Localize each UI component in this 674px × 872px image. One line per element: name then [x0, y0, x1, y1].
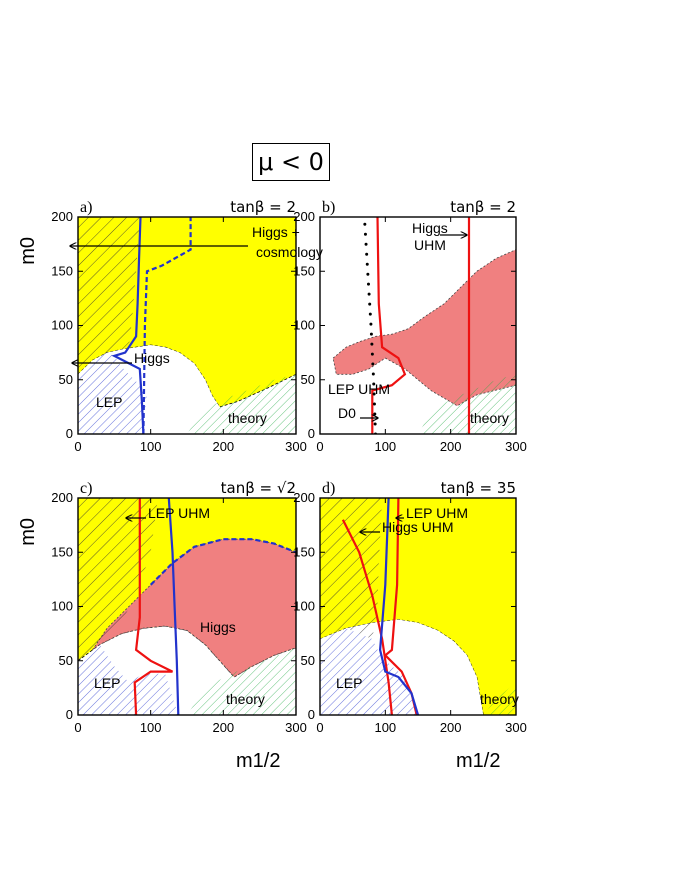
y-tick-label: 200 — [51, 209, 73, 224]
y-axis-label: m0 — [17, 518, 39, 546]
tanbeta-label: tanβ = 35 — [441, 479, 516, 497]
chargino-excluded-hatch — [78, 217, 140, 375]
y-tick-label: 150 — [51, 544, 73, 559]
annotation: LEP UHM — [406, 505, 468, 521]
x-tick-label: 300 — [285, 720, 307, 735]
panel-d: 0 100 200 300 0 50 100 150 200 d) tanβ = 35 m1/2 LEP… — [293, 479, 527, 772]
theory-excluded-hatch — [418, 374, 516, 434]
y-tick-label: 100 — [293, 318, 315, 333]
annotation: LEP — [336, 675, 362, 691]
y-tick-label: 50 — [59, 372, 73, 387]
annotation: theory — [480, 691, 519, 707]
theory-excluded-hatch — [187, 647, 296, 715]
x-tick-label: 300 — [505, 439, 527, 454]
panel-label: d) — [322, 480, 335, 497]
y-tick-label: 50 — [301, 372, 315, 387]
lep-excluded-hatch — [78, 644, 179, 715]
annotation: cosmology — [256, 244, 323, 260]
chargino-excluded-hatch — [78, 498, 158, 661]
annotation: LEP UHM — [328, 381, 390, 397]
curve-higgs-uhm — [341, 519, 393, 715]
panel-c: 0 100 200 300 0 50 100 150 200 c) tanβ = √2 m0 m1/2 L… — [17, 479, 307, 772]
theory-excluded-hatch — [483, 682, 516, 715]
x-tick-label: 0 — [74, 439, 81, 454]
y-tick-label: 150 — [293, 544, 315, 559]
curve-lep-uhm — [371, 217, 407, 434]
tanbeta-label: tanβ = 2 — [450, 198, 516, 216]
plot-area — [78, 217, 296, 434]
x-tick-label: 100 — [374, 720, 396, 735]
annotation: Higgs UHM — [382, 519, 454, 535]
annotation: theory — [470, 410, 509, 426]
x-tick-label: 200 — [212, 720, 234, 735]
y-tick-label: 50 — [59, 653, 73, 668]
figure-title: μ < 0 — [252, 143, 330, 181]
x-tick-label: 200 — [212, 439, 234, 454]
x-tick-label: 300 — [285, 439, 307, 454]
curve-higgs — [167, 498, 180, 715]
y-tick-label: 200 — [293, 209, 315, 224]
plot-area — [320, 498, 516, 715]
y-tick-label: 100 — [51, 599, 73, 614]
y-tick-label: 0 — [308, 426, 315, 441]
x-tick-label: 300 — [505, 720, 527, 735]
chargino-excluded-hatch — [320, 498, 383, 639]
curve-higgs — [378, 498, 420, 715]
lep-excluded-hatch — [320, 628, 418, 715]
y-tick-label: 200 — [51, 490, 73, 505]
y-tick-label: 50 — [301, 653, 315, 668]
annotation: LEP — [96, 394, 122, 410]
annotation: Higgs — [200, 619, 236, 635]
tanbeta-label: tanβ = 2 — [230, 198, 296, 216]
annotation: Higgs — [412, 220, 448, 236]
panel-label: a) — [80, 199, 92, 216]
curve-d0 — [362, 217, 377, 434]
y-tick-label: 100 — [293, 599, 315, 614]
x-axis-label: m1/2 — [456, 750, 500, 772]
plot-area — [332, 217, 516, 434]
y-tick-label: 100 — [51, 318, 73, 333]
panel-label: c) — [80, 480, 92, 497]
curve-lep-uhm — [133, 498, 173, 715]
x-tick-label: 0 — [316, 720, 323, 735]
y-tick-label: 150 — [293, 263, 315, 278]
curve-cosmology-edge — [149, 538, 296, 586]
annotation: D0 — [338, 405, 356, 421]
y-tick-label: 0 — [308, 707, 315, 722]
theory-excluded-hatch — [187, 374, 296, 434]
annotation: theory — [226, 691, 265, 707]
x-tick-label: 100 — [140, 439, 162, 454]
x-tick-label: 100 — [374, 439, 396, 454]
y-axis-label: m0 — [17, 237, 39, 265]
x-tick-label: 100 — [140, 720, 162, 735]
annotation: LEP UHM — [148, 505, 210, 521]
plot-area — [78, 498, 296, 715]
panel-b: 0 100 200 300 0 50 100 150 200 b) tanβ = 2HiggsUHM… — [293, 198, 527, 454]
y-tick-label: 150 — [51, 263, 73, 278]
annotation: LEP — [94, 675, 120, 691]
cosmology-region — [92, 538, 296, 678]
tanbeta-label: tanβ = √2 — [221, 479, 296, 497]
curve-higgs — [111, 217, 145, 434]
x-axis-label: m1/2 — [236, 750, 280, 772]
panel-label: b) — [322, 199, 335, 216]
y-tick-label: 0 — [66, 426, 73, 441]
annotation: Higgs + — [252, 224, 300, 240]
y-tick-label: 200 — [293, 490, 315, 505]
x-tick-label: 0 — [316, 439, 323, 454]
y-tick-label: 0 — [66, 707, 73, 722]
annotation: Higgs — [134, 350, 170, 366]
x-tick-label: 200 — [440, 720, 462, 735]
annotation: UHM — [414, 237, 446, 253]
x-tick-label: 200 — [440, 439, 462, 454]
curve-higgs-cosmology — [142, 217, 192, 434]
lep-excluded-hatch — [78, 352, 147, 434]
cosmology-region — [332, 249, 516, 407]
annotation: theory — [228, 410, 267, 426]
x-tick-label: 0 — [74, 720, 81, 735]
